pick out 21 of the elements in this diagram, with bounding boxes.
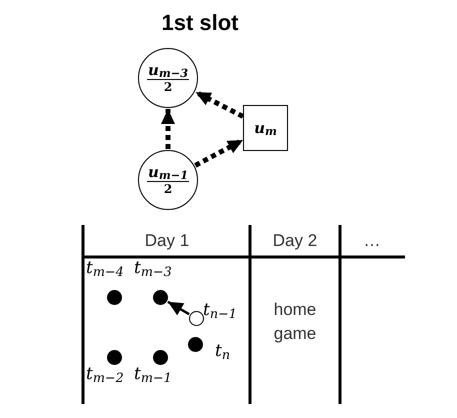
table-cell-text: home game (272, 299, 318, 345)
math-denominator: 2 (164, 80, 172, 96)
column-header: … (362, 230, 382, 252)
math-numerator: u$_{m−3}$ (146, 60, 190, 80)
team-label: t$_{m−1}$ (134, 366, 172, 383)
team-label: t$_{m−2}$ (86, 366, 124, 383)
math-denominator: 2 (164, 182, 172, 198)
math-label: u$_{m}$ (254, 118, 277, 138)
square-node (243, 105, 288, 151)
column-header: Day 2 (272, 230, 318, 252)
title: 1st slot (160, 12, 240, 34)
arrow (194, 138, 244, 168)
math-numerator: u$_{m−1}$ (146, 162, 190, 182)
team-label: t$_{n−1}$ (203, 302, 237, 319)
team-label: t$_{n}$ (215, 343, 230, 360)
arrow (161, 109, 175, 149)
column-header: Day 1 (144, 230, 190, 252)
arrow (194, 90, 244, 119)
arrow (167, 300, 190, 316)
team-label: t$_{m−3}$ (134, 260, 172, 277)
team-label: t$_{m−4}$ (86, 260, 124, 277)
